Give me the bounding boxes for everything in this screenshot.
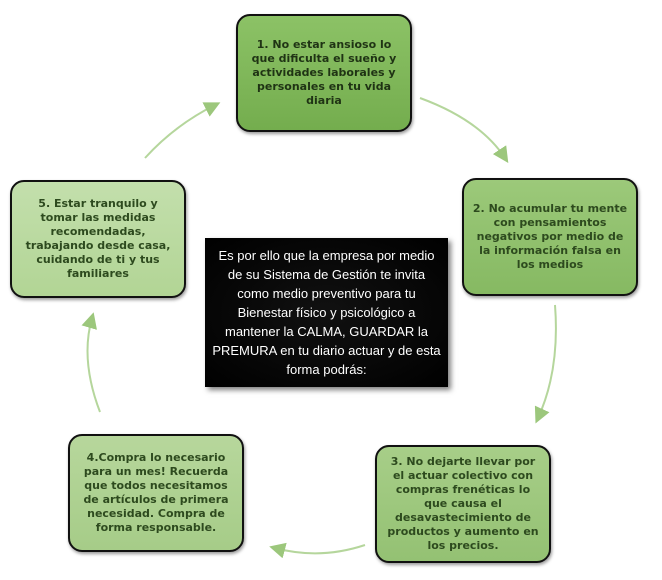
center-message: Es por ello que la empresa por medio de …	[205, 238, 448, 387]
step-3-box: 3. No dejarte llevar por el actuar colec…	[375, 445, 551, 563]
arrow-2-3	[534, 304, 557, 424]
step-2-box: 2. No acumular tu mente con pensamientos…	[462, 178, 638, 296]
arrow-5-1	[144, 102, 221, 159]
arrow-3-4	[269, 542, 366, 559]
step-1-box: 1. No estar ansioso lo que dificulta el …	[236, 14, 412, 132]
step-5-box: 5. Estar tranquilo y tomar las medidas r…	[10, 180, 186, 298]
arrow-1-2	[419, 97, 509, 164]
arrow-4-5	[81, 312, 101, 413]
step-4-box: 4.Compra lo necesario para un mes! Recue…	[68, 434, 244, 552]
